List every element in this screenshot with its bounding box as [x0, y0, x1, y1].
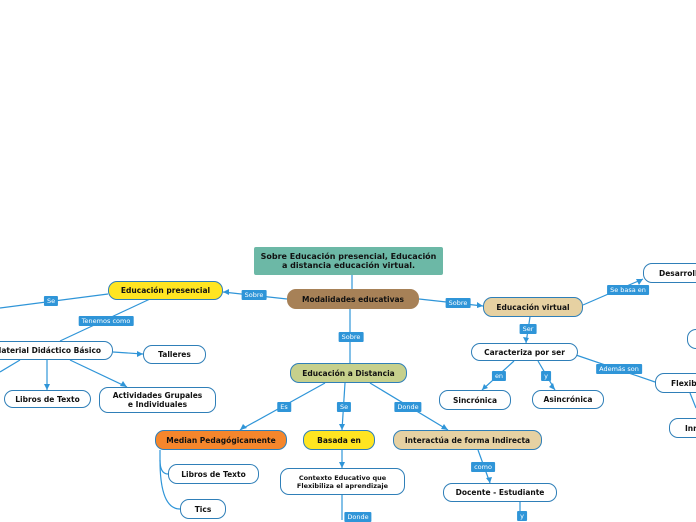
label-sobre-left: Sobre	[241, 290, 267, 300]
node-asincronica[interactable]: Asincrónica	[532, 390, 604, 409]
central-topic[interactable]: Modalidades educativas	[287, 289, 419, 309]
node-actividades[interactable]: Actividades Grupales e Individuales	[99, 387, 216, 413]
label-ademas-son: Además son	[596, 364, 642, 374]
node-sincronica[interactable]: Sincrónica	[439, 390, 511, 410]
node-contexto-educativo[interactable]: Contexto Educativo que Flexibiliza el ap…	[280, 468, 405, 495]
node-median-pedagogicamente[interactable]: Median Pedagógicamente	[155, 430, 287, 450]
label-donde-2: Donde	[344, 512, 372, 522]
node-interactua[interactable]: Interactúa de forma Indirecta	[393, 430, 542, 450]
label-se: Se	[43, 296, 59, 306]
label-es: Es	[277, 402, 291, 412]
node-libros-texto-1[interactable]: Libros de Texto	[4, 390, 91, 408]
label-sobre-right: Sobre	[445, 298, 471, 308]
label-donde: Donde	[394, 402, 422, 412]
node-caracteriza[interactable]: Caracteriza por ser	[471, 343, 578, 361]
map-title[interactable]: Sobre Educación presencial, Educación a …	[254, 247, 443, 275]
label-se-2: Se	[336, 402, 352, 412]
node-educacion-virtual[interactable]: Educación virtual	[483, 297, 583, 317]
label-se-basa-en: Se basa en	[607, 285, 649, 295]
label-ser: Ser	[519, 324, 537, 334]
node-partial-empty[interactable]	[687, 329, 696, 349]
node-docente-estudiante[interactable]: Docente - Estudiante	[443, 483, 557, 502]
label-sobre-down: Sobre	[338, 332, 364, 342]
node-educacion-distancia[interactable]: Educación a Distancia	[290, 363, 407, 383]
node-tics[interactable]: Tics	[180, 499, 226, 519]
label-y-docente: y	[517, 511, 527, 521]
label-en: en	[491, 371, 507, 381]
label-y: y	[541, 371, 551, 381]
node-educacion-presencial[interactable]: Educación presencial	[108, 281, 223, 300]
node-material-didactico[interactable]: Material Didáctico Básico	[0, 341, 113, 360]
node-inm[interactable]: Inm	[669, 418, 696, 438]
node-libros-texto-2[interactable]: Libros de Texto	[168, 464, 259, 484]
node-basada-en[interactable]: Basada en	[303, 430, 375, 450]
label-tenemos-como: Tenemos como	[78, 316, 134, 326]
node-flexibilidad[interactable]: Flexibili	[655, 373, 696, 393]
node-desarrollo[interactable]: Desarrollo	[643, 263, 696, 283]
label-como: como	[471, 462, 495, 472]
node-talleres[interactable]: Talleres	[143, 345, 206, 364]
